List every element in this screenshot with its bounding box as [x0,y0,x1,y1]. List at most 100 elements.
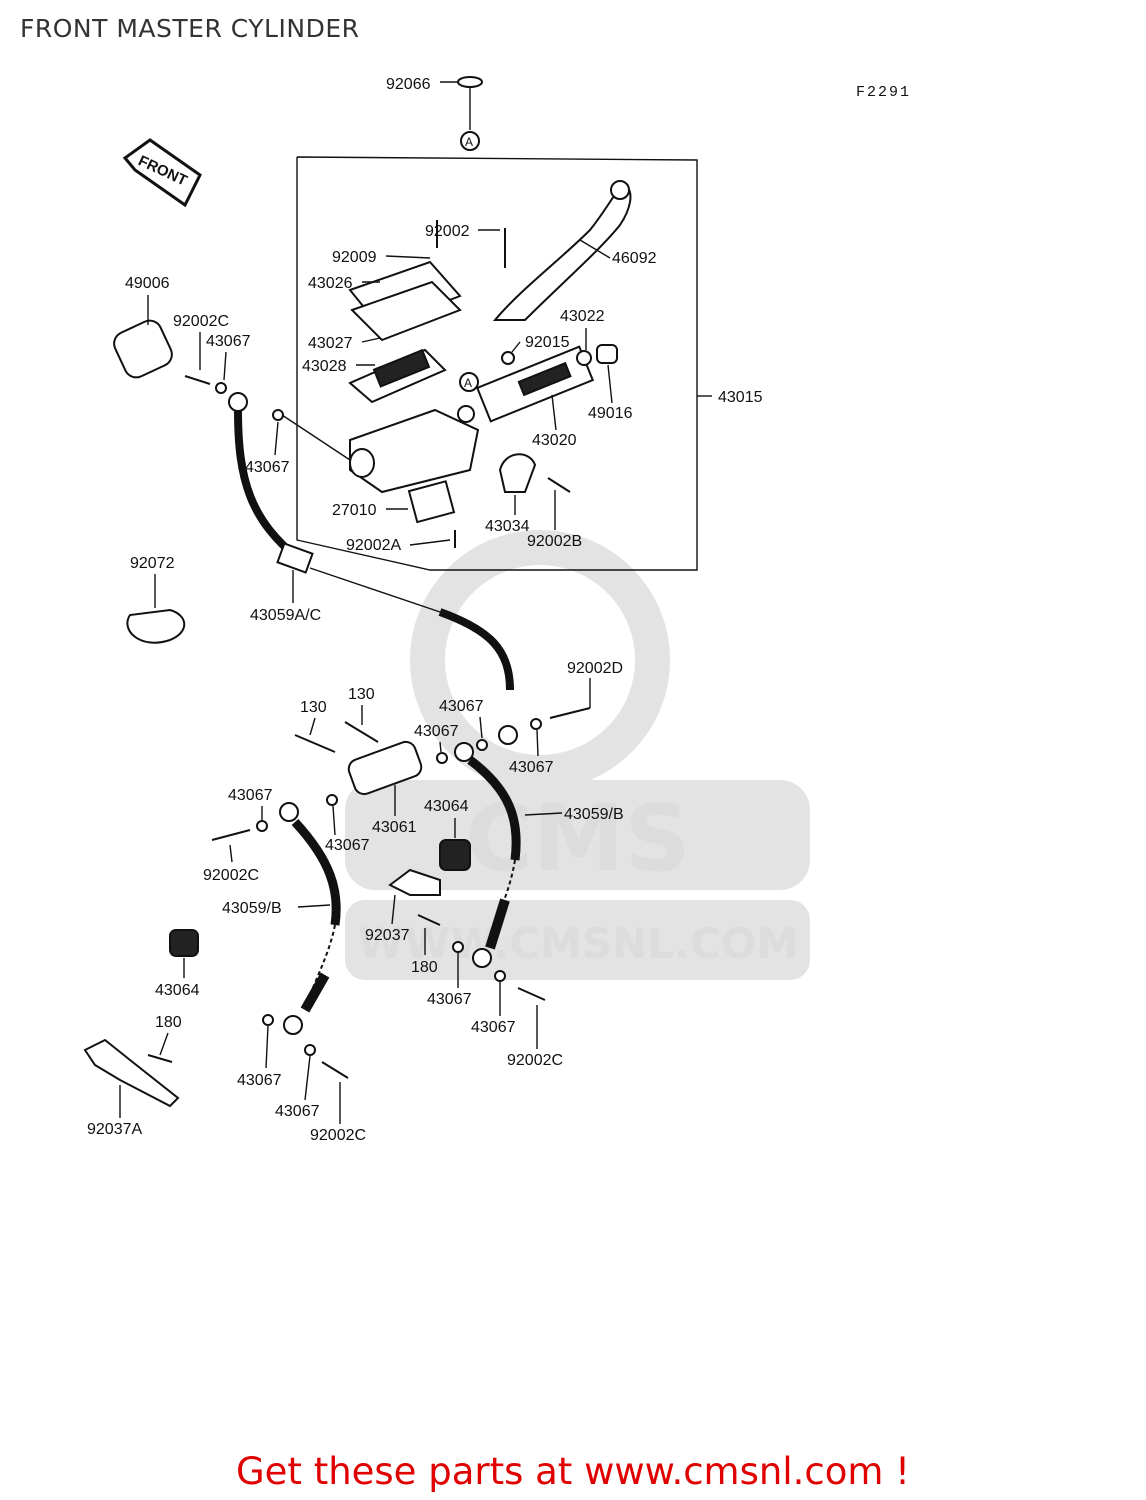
parts-diagram: CMS WWW.CMSNL.COM F2291 FRONT A A [83,76,911,1144]
cover-49006-icon [113,319,173,379]
bolt-180-b-icon [147,1054,173,1063]
washer-icon [436,752,448,764]
callout-43067-d: 43067 [414,723,459,740]
clamp-bolt-icon [547,477,571,493]
callout-43064-a: 43064 [424,798,469,815]
callout-92002C-top: 92002C [173,313,229,330]
diagram-code: F2291 [856,84,911,101]
ref-marker-side [459,372,479,392]
left-hose-end-icon [300,972,330,1013]
watermark-logo-text: CMS [465,785,690,892]
callout-92002C-left: 92002C [203,867,259,884]
callout-43067-b: 43067 [245,459,290,476]
bolt-92002C-icon [184,375,211,385]
watermark-url-box [345,900,810,980]
washer-icon [494,970,506,982]
callout-130-a: 130 [300,699,327,716]
callout-92072: 92072 [130,555,175,572]
grommet-43064-b-icon [169,929,199,957]
callout-43022: 43022 [560,308,605,325]
hose-sleeve-icon [276,542,314,574]
washer-icon [272,409,284,421]
washer-icon [215,382,227,394]
callout-43026: 43026 [308,275,353,292]
banjo-fitting-icon [283,1015,303,1035]
footer-promo-link[interactable]: Get these parts at www.cmsnl.com ! [235,1450,910,1493]
banjo-fitting-icon [279,802,299,822]
brake-lever-icon [492,183,632,321]
cap-screw-icon [457,76,483,88]
left-lower-hose-icon [291,818,341,926]
cap-plate-icon [350,280,462,342]
callout-92002B: 92002B [527,533,582,550]
brake-switch-icon [407,480,456,524]
callout-43067-j: 43067 [237,1072,282,1089]
bolt-92002C-icon [211,829,251,841]
piston-icon [517,361,572,397]
callout-43067-a: 43067 [206,333,251,350]
callout-92002D: 92002D [567,660,623,677]
watermark-helmet-visor [445,565,635,755]
left-hose-continuation [309,924,336,996]
assembly-frame [296,156,698,571]
piston-seal-icon [576,350,592,366]
callout-92037A: 92037A [87,1121,142,1138]
front-arrow-icon: FRONT [122,138,202,208]
watermark: CMS WWW.CMSNL.COM [345,530,810,980]
callout-labels: 92066 92002 46092 92009 43026 49006 9200… [87,76,763,1144]
upper-brake-hose-icon [234,409,303,564]
banjo-fitting-icon [454,742,474,762]
callout-92066: 92066 [386,76,431,93]
banjo-fitting-icon [472,948,492,968]
washer-icon [530,718,542,730]
grommet-43064-a-icon [439,839,471,871]
callout-92037: 92037 [365,927,410,944]
callout-43061: 43061 [372,819,417,836]
leader-washer [281,414,351,461]
bracket-92037-icon [388,868,441,896]
callout-180-a: 180 [411,959,438,976]
bolt-130-a-icon [294,734,336,753]
callout-46092: 46092 [612,250,657,267]
bracket-92037A-icon [83,1038,180,1108]
reservoir-port-icon [349,448,375,478]
washer-icon [326,794,338,806]
callout-92002: 92002 [425,223,470,240]
washer-icon [304,1044,316,1056]
callout-43067-c: 43067 [439,698,484,715]
banjo-fitting-icon [228,392,248,412]
callout-49016: 49016 [588,405,633,422]
callout-49006: 49006 [125,275,170,292]
right-hose-end-icon [485,898,510,950]
callout-27010: 27010 [332,502,377,519]
bolt-180-a-icon [417,914,441,926]
bolt-130-b-icon [344,721,379,743]
watermark-url-text: WWW.CMSNL.COM [358,919,799,968]
callout-130-b: 130 [348,686,375,703]
nut-92015-icon [501,351,515,365]
hose-link-line [309,567,441,613]
washer-icon [476,739,488,751]
ref-marker-side-label: A [464,376,472,390]
callout-92002C-bottom: 92002C [310,1127,366,1144]
hose-run-icon [438,608,514,691]
diaphragm-center-icon [372,348,431,388]
callout-92002A: 92002A [346,537,401,554]
callout-43067-g: 43067 [325,837,370,854]
leader-lines [119,81,613,1124]
page-title: FRONT MASTER CYLINDER [20,14,360,43]
callout-43059B-right: 43059/B [564,806,624,823]
banjo-fitting-icon [498,725,518,745]
hose-clip-icon [126,608,186,644]
brake-hose-joint-icon [347,740,423,796]
callout-43015: 43015 [718,389,763,406]
callout-43067-h: 43067 [427,991,472,1008]
bolt-92002C-icon [517,987,546,1001]
washer-icon [262,1014,274,1026]
callout-43067-i: 43067 [471,1019,516,1036]
callout-43027: 43027 [308,335,353,352]
callout-43059B-left: 43059/B [222,900,282,917]
ref-marker-body [457,405,475,423]
callout-92015: 92015 [525,334,570,351]
callout-43067-k: 43067 [275,1103,320,1120]
